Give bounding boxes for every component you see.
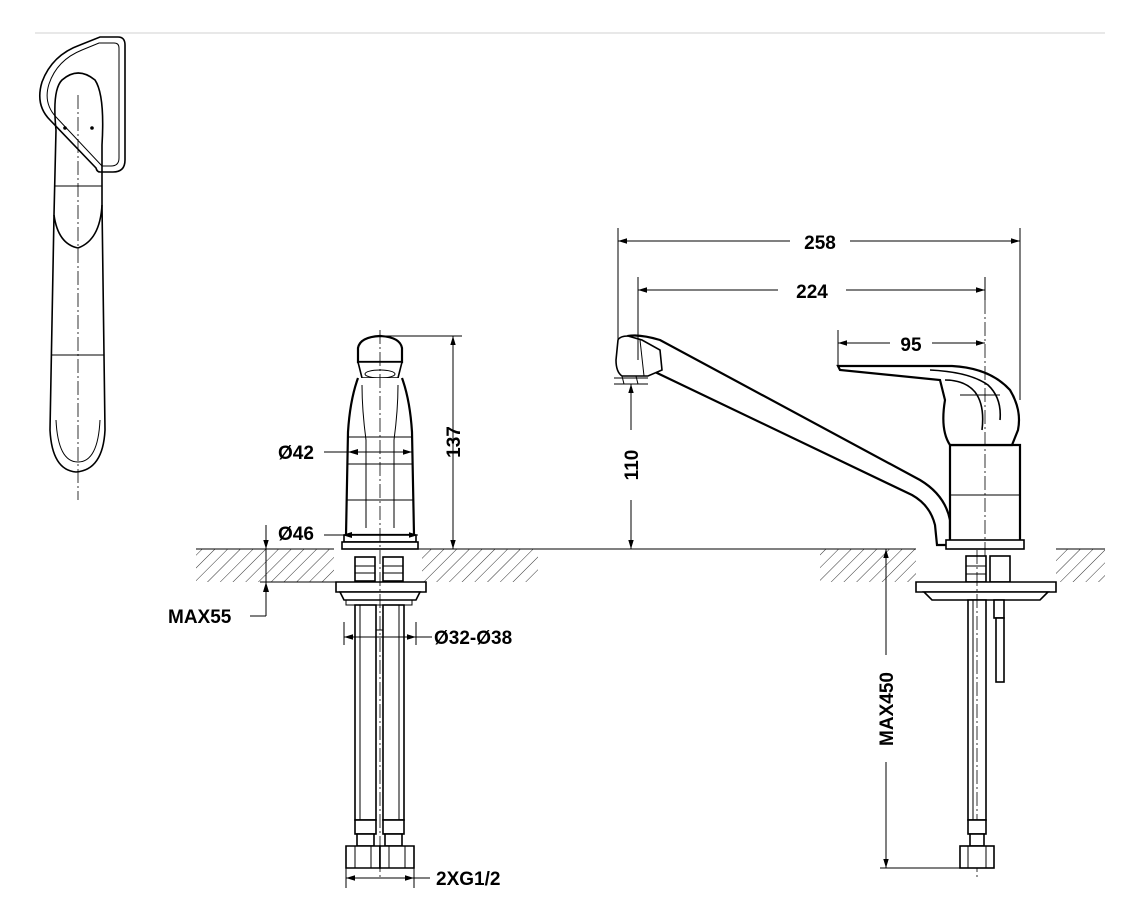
top-view xyxy=(39,36,126,500)
dim-lever-length: 95 xyxy=(900,335,922,356)
dim-base-diameter: Ø46 xyxy=(278,524,314,545)
side-view xyxy=(538,228,1105,880)
dim-mounting-hole: Ø32-Ø38 xyxy=(434,628,512,649)
dim-spout-reach: 224 xyxy=(796,282,828,303)
dim-connections: 2XG1/2 xyxy=(436,869,500,890)
dim-overall-length: 258 xyxy=(804,233,836,254)
dim-max-deck-thickness: MAX55 xyxy=(168,607,232,628)
dim-spout-height: 110 xyxy=(622,450,643,481)
dim-body-diameter: Ø42 xyxy=(278,443,314,464)
dim-body-height: 137 xyxy=(444,426,465,458)
dim-max-hose-length: MAX450 xyxy=(877,672,898,746)
front-view xyxy=(196,330,538,888)
